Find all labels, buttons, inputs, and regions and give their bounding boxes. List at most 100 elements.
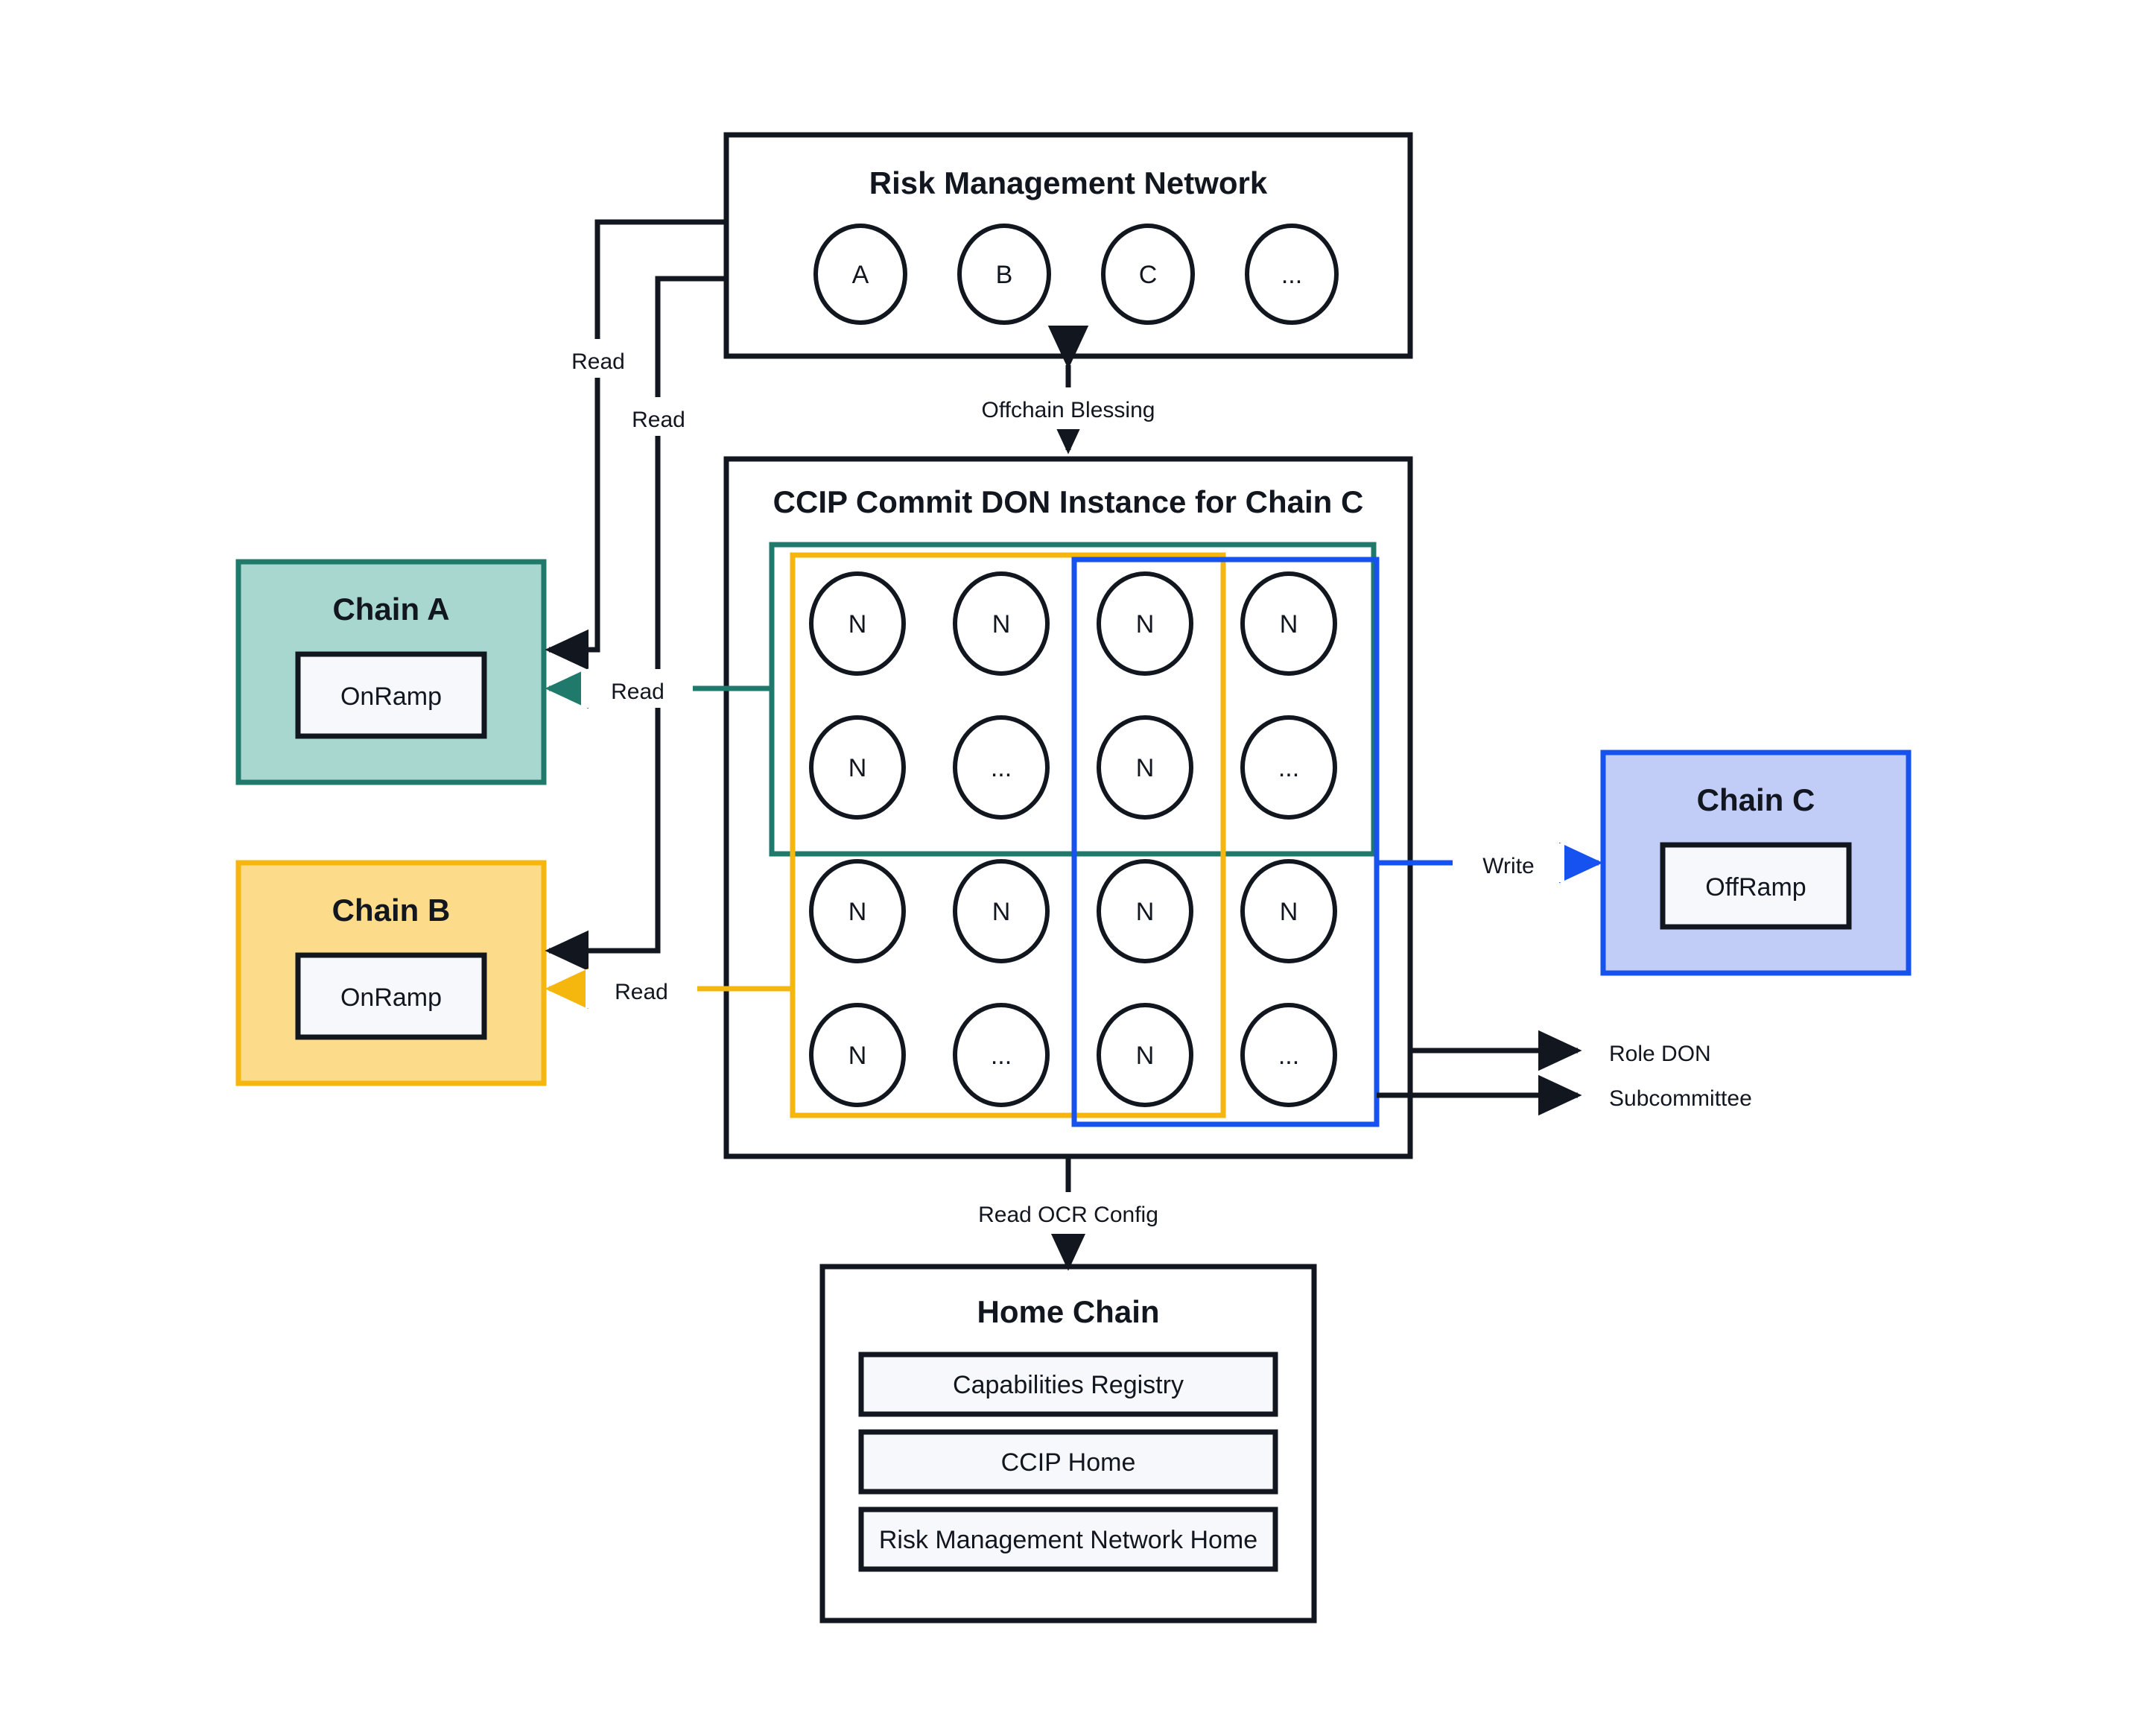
edge-don-to-chain-a: Read (545, 668, 772, 709)
chain-c-box: Chain C OffRamp (1600, 750, 1912, 976)
rmn-node-circle (813, 224, 907, 325)
edge-label-offchain-blessing: Offchain Blessing (982, 398, 1155, 422)
don-node-r2c4: ... (1240, 715, 1337, 820)
don-node-r1c2: N (953, 571, 1050, 676)
don-node-r1c1: N (809, 571, 906, 676)
home-chain-item-ccip-home: CCIP Home (858, 1429, 1278, 1495)
don-node-r3c3: N (1097, 859, 1193, 963)
risk-management-network-box: Risk Management Network A B C ... (723, 132, 1413, 359)
rmn-node-a: A (813, 224, 907, 325)
edge-label-bg (1453, 843, 1564, 882)
don-node-label: ... (1278, 1042, 1299, 1070)
edge-don-to-home-chain: Read OCR Config (961, 1156, 1184, 1271)
don-node-circle (1240, 715, 1337, 820)
don-node-r1c4: N (1240, 571, 1337, 676)
don-node-label: N (848, 754, 867, 782)
home-chain-item-box (858, 1507, 1278, 1572)
don-node-label: N (848, 610, 867, 639)
chain-a-onramp-box (295, 651, 487, 739)
rmn-node-label: C (1139, 261, 1158, 289)
don-node-r2c2: ... (953, 715, 1050, 820)
edge-label-bg (961, 1192, 1184, 1234)
edge-label-bg (581, 669, 693, 708)
don-node-label: N (1136, 898, 1155, 926)
chain-b-box: Chain B OnRamp (235, 860, 547, 1086)
rmn-node-circle (957, 224, 1051, 325)
edge-label-bg (562, 339, 667, 378)
don-node-circle (953, 715, 1050, 820)
don-node-circle (1240, 571, 1337, 676)
don-node-r1c3: N (1097, 571, 1193, 676)
commit-don-box: CCIP Commit DON Instance for Chain C N N… (723, 456, 1413, 1159)
chain-b-onramp-label: OnRamp (340, 983, 442, 1012)
don-node-label: N (1136, 754, 1155, 782)
don-node-r2c1: N (809, 715, 906, 820)
edge-don-to-chain-c: Write (1377, 842, 1603, 884)
home-chain-item-label: Risk Management Network Home (879, 1526, 1257, 1554)
don-node-circle (809, 1003, 906, 1107)
chain-c-offramp-box (1660, 842, 1852, 930)
commit-don-title: CCIP Commit DON Instance for Chain C (773, 484, 1364, 519)
edge-don-to-chain-b: Read (545, 968, 793, 1010)
rmn-node-ellipsis: ... (1245, 224, 1339, 325)
don-node-circle (1240, 859, 1337, 963)
don-node-r3c4: N (1240, 859, 1337, 963)
rmn-node-label: ... (1281, 261, 1302, 289)
edge-label-bg (961, 387, 1177, 429)
rmn-node-label: B (996, 261, 1013, 289)
don-node-label: N (1280, 898, 1298, 926)
don-node-r2c3: N (1097, 715, 1193, 820)
chain-a-onramp-label: OnRamp (340, 682, 442, 711)
edge-label-read-don-a: Read (611, 679, 664, 704)
rmn-title: Risk Management Network (869, 165, 1268, 200)
don-node-label: N (1280, 610, 1298, 639)
rmn-node-b: B (957, 224, 1051, 325)
home-chain-item-label: CCIP Home (1001, 1448, 1136, 1477)
legend-role-don: Role DON (1410, 1030, 1711, 1071)
don-node-r4c4: ... (1240, 1003, 1337, 1107)
don-node-r4c3: N (1097, 1003, 1193, 1107)
edge-offchain-blessing: Offchain Blessing (961, 325, 1177, 454)
home-chain-item-rmn-home: Risk Management Network Home (858, 1507, 1278, 1572)
don-node-circle (809, 715, 906, 820)
don-node-label: ... (1278, 754, 1299, 782)
chain-c-title: Chain C (1697, 782, 1815, 817)
chain-c-offramp-label: OffRamp (1705, 873, 1806, 902)
chain-b-onramp-box (295, 952, 487, 1040)
chain-b-title: Chain B (332, 893, 451, 928)
legend-label-subcommittee: Subcommittee (1609, 1086, 1752, 1111)
don-node-label: N (1136, 1042, 1155, 1070)
don-node-label: N (1136, 610, 1155, 639)
don-node-label: N (992, 610, 1011, 639)
legend-subcommittee: Subcommittee (1377, 1074, 1752, 1116)
home-chain-item-label: Capabilities Registry (953, 1371, 1184, 1399)
edge-label-read-don-b: Read (615, 980, 668, 1004)
don-node-circle (809, 571, 906, 676)
don-node-circle (953, 571, 1050, 676)
don-node-circle (1097, 859, 1193, 963)
home-chain-title: Home Chain (977, 1294, 1159, 1329)
rmn-node-c: C (1101, 224, 1195, 325)
rmn-node-label: A (852, 261, 869, 289)
home-chain-border (819, 1264, 1317, 1623)
don-node-label: N (848, 1042, 867, 1070)
edge-label-write: Write (1482, 854, 1534, 878)
home-chain-item-box (858, 1429, 1278, 1495)
don-node-label: N (848, 898, 867, 926)
group-rect-blue (1071, 557, 1380, 1127)
don-node-label: ... (991, 754, 1012, 782)
don-node-r4c1: N (809, 1003, 906, 1107)
home-chain-item-capabilities-registry: Capabilities Registry (858, 1352, 1278, 1417)
edge-rmn-to-chain-a: Read (545, 219, 726, 671)
don-node-r4c2: ... (953, 1003, 1050, 1107)
rmn-node-circle (1101, 224, 1195, 325)
edge-label-read-rmn-a: Read (571, 349, 625, 374)
don-node-circle (1240, 1003, 1337, 1107)
rmn-node-circle (1245, 224, 1339, 325)
don-node-circle (1097, 1003, 1193, 1107)
chain-a-box: Chain A OnRamp (235, 559, 547, 785)
edge-rmn-to-chain-b: Read (545, 276, 726, 972)
don-node-r3c1: N (809, 859, 906, 963)
chain-a-title: Chain A (332, 592, 449, 627)
